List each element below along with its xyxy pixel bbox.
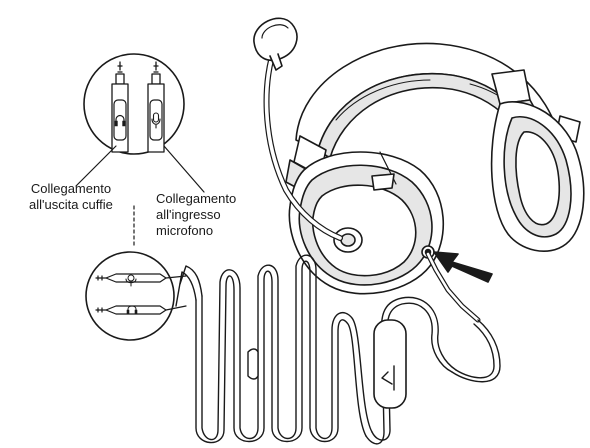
mic-capsule: [254, 18, 297, 70]
headphone-output-label: Collegamento all'uscita cuffie: [29, 181, 113, 213]
mic-input-label: Collegamento all'ingresso microfono: [156, 191, 236, 239]
plugs-closeup-top: [76, 54, 204, 192]
headset-illustration: [254, 18, 584, 320]
inline-control: [374, 320, 406, 408]
plugs-closeup-bottom: [86, 252, 186, 340]
